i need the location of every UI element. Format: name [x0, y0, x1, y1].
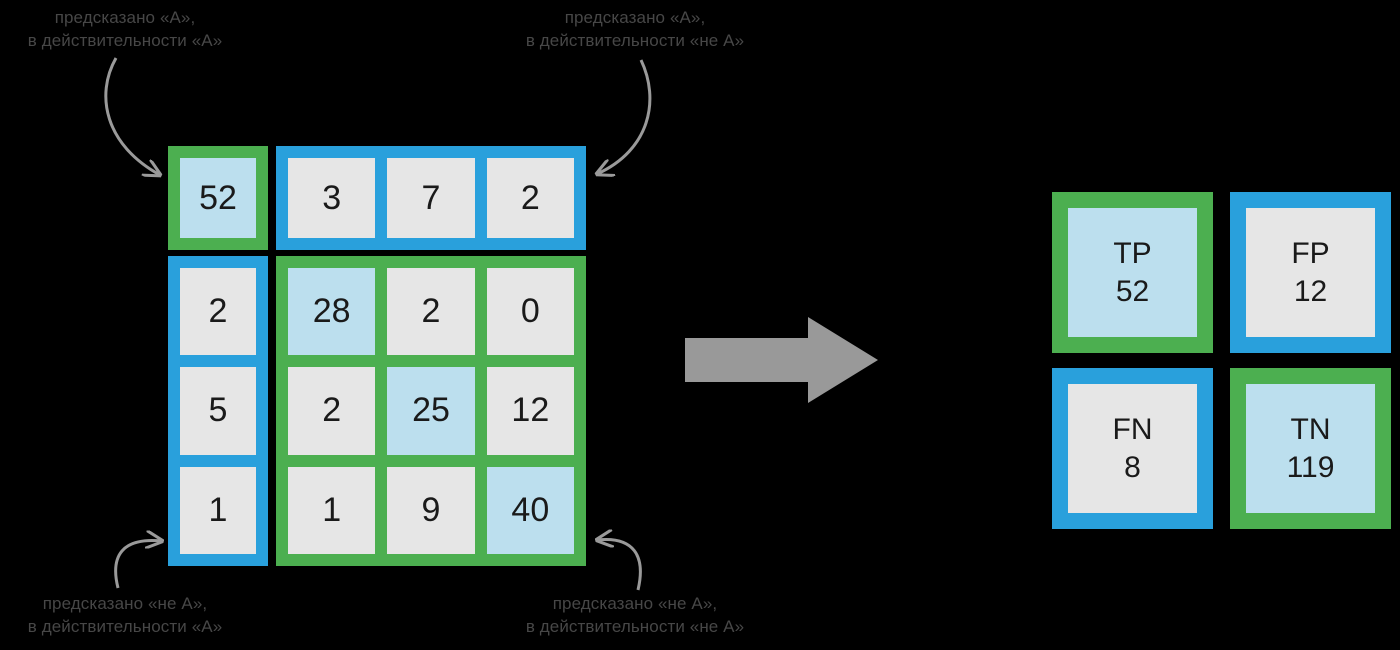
matrix-cell: 2	[180, 268, 256, 356]
annotation-top-right: предсказано «А», в действительности «не …	[525, 8, 745, 50]
matrix-cell: 9	[387, 466, 475, 554]
pointer-curve-bottom-right	[597, 539, 642, 591]
matrix-quadrant-top-left: 52	[168, 146, 268, 250]
annotation-top-left: предсказано «А», в действительности «А»	[27, 8, 223, 50]
matrix-cell: 7	[387, 158, 475, 238]
summary-cell-false-negative: FN 8	[1052, 368, 1213, 529]
matrix-quadrant-bottom-left: 2 5 1	[168, 256, 268, 566]
annotation-bottom-right: предсказано «не А», в действительности «…	[525, 594, 745, 636]
summary-label: FP	[1291, 236, 1330, 270]
transform-arrow-icon	[685, 317, 878, 403]
summary-value: 119	[1286, 450, 1335, 484]
matrix-cell: 52	[180, 158, 256, 238]
summary-label: TP	[1113, 236, 1152, 270]
matrix-cell: 3	[288, 158, 376, 238]
summary-cell-true-negative: TN 119	[1230, 368, 1391, 529]
matrix-cell: 2	[387, 268, 475, 356]
matrix-cell: 28	[288, 268, 376, 356]
matrix-cell: 0	[486, 268, 574, 356]
pointer-curve-bottom-left	[114, 540, 162, 589]
matrix-cell: 12	[486, 367, 574, 455]
matrix-cell: 1	[288, 466, 376, 554]
pointer-curve-top-right	[597, 59, 652, 174]
summary-value: 12	[1293, 274, 1328, 308]
matrix-cell: 1	[180, 466, 256, 554]
summary-cell-true-positive: TP 52	[1052, 192, 1213, 353]
summary-value: 52	[1115, 274, 1150, 308]
pointer-curve-top-left	[104, 57, 160, 175]
summary-cell-false-positive: FP 12	[1230, 192, 1391, 353]
summary-label: TN	[1290, 412, 1331, 446]
annotation-bottom-left: предсказано «не А», в действительности «…	[27, 594, 223, 636]
matrix-cell: 40	[486, 466, 574, 554]
summary-label: FN	[1112, 412, 1153, 446]
matrix-cell: 5	[180, 367, 256, 455]
summary-value: 8	[1124, 450, 1141, 484]
matrix-cell: 25	[387, 367, 475, 455]
matrix-quadrant-bottom-right: 28 2 0 2 25 12 1 9 40	[276, 256, 586, 566]
matrix-cell: 2	[288, 367, 376, 455]
matrix-cell: 2	[486, 158, 574, 238]
matrix-quadrant-top-right: 3 7 2	[276, 146, 586, 250]
